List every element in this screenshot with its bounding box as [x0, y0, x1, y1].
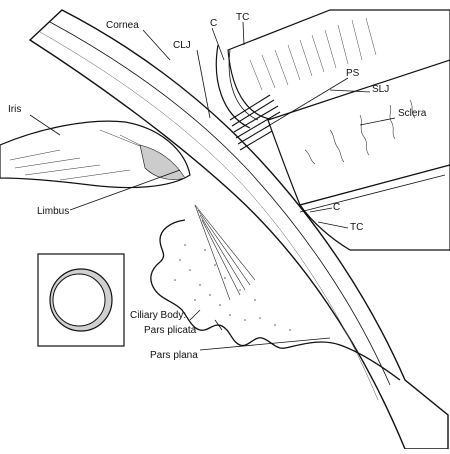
label-c-bottom: C — [333, 202, 340, 213]
ciliary-body-outline — [150, 219, 401, 381]
iris-shape — [0, 120, 191, 189]
cornea-stroma-line — [39, 31, 379, 401]
leader-lines — [29, 21, 396, 351]
upper-conjunctiva-fold — [215, 44, 251, 129]
label-c-top: C — [210, 18, 217, 29]
cornea-inner-layer — [49, 21, 391, 386]
label-limbus: Limbus — [37, 206, 69, 217]
label-tc-top: TC — [236, 12, 249, 23]
label-sclera: Sclera — [398, 108, 427, 119]
upper-hatching — [249, 17, 377, 91]
lower-conjunctiva-line — [299, 174, 446, 213]
sclera-vessels — [304, 99, 416, 165]
label-ciliary-body: Ciliary Body: — [130, 310, 186, 321]
inset-inner-circle — [52, 273, 106, 327]
label-ps: PS — [346, 68, 360, 79]
label-slj: SLJ — [372, 84, 389, 95]
label-pars-plicata: Pars plicata — [144, 325, 197, 336]
label-iris: Iris — [8, 104, 21, 115]
ciliary-muscle-fibers — [194, 204, 256, 301]
label-cornea: Cornea — [106, 20, 139, 31]
label-clj: CLJ — [173, 40, 191, 51]
iris-root-shading — [139, 144, 186, 180]
ciliary-body-stipple — [174, 244, 291, 331]
label-tc-bottom: TC — [350, 222, 363, 233]
upper-tenon-capsule — [227, 9, 450, 121]
label-pars-plana: Pars plana — [150, 350, 198, 361]
upper-conjunctiva-fold-inner — [228, 49, 259, 121]
lower-tenon-capsule — [299, 164, 450, 251]
